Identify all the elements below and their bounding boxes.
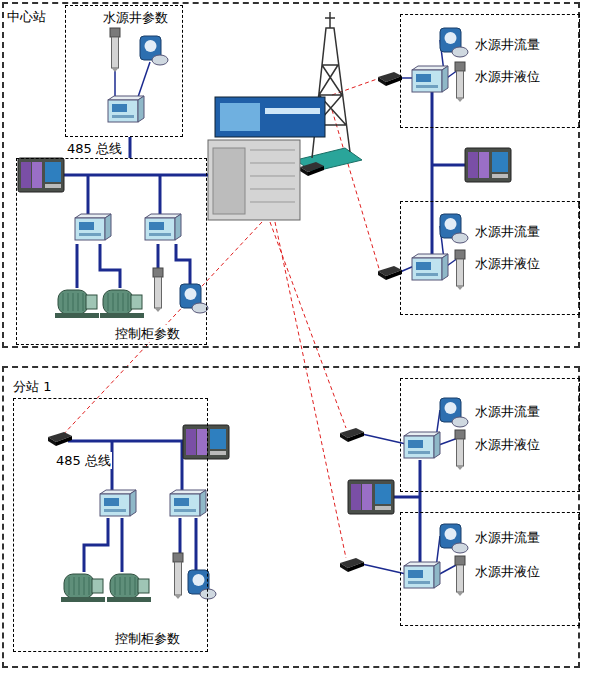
group-label: 水源井液位 bbox=[474, 68, 541, 85]
signal-wire bbox=[138, 62, 150, 97]
group-label: 水源井流量 bbox=[474, 403, 541, 420]
pump bbox=[100, 290, 144, 318]
level-transmitter bbox=[173, 553, 183, 599]
rtu-module bbox=[108, 96, 144, 122]
signal-wire bbox=[114, 70, 116, 97]
bus-wire bbox=[419, 460, 422, 492]
equipment-group: 485 总线控制柜参数 bbox=[13, 398, 208, 652]
station-region: 水源井参数控制柜参数水源井流量水源井液位水源井流量水源井液位中心站 bbox=[2, 2, 580, 348]
bus-connector bbox=[419, 492, 422, 512]
radio-link bbox=[332, 78, 380, 95]
equipment-group: 水源井流量水源井液位 bbox=[400, 201, 580, 315]
pump bbox=[55, 290, 99, 318]
bus-wire bbox=[76, 244, 79, 288]
group-label: 水源井流量 bbox=[474, 223, 541, 240]
equipment-group: 水源井流量水源井液位 bbox=[400, 14, 580, 128]
rtu-module bbox=[75, 214, 111, 240]
group-label: 485 总线 bbox=[55, 452, 112, 469]
rtu-module bbox=[404, 562, 440, 588]
level-transmitter bbox=[455, 62, 465, 102]
server bbox=[208, 97, 325, 220]
group-label: 水源井流量 bbox=[474, 529, 541, 546]
level-transmitter bbox=[455, 430, 465, 470]
pump bbox=[61, 574, 105, 602]
flow-meter bbox=[188, 570, 216, 599]
plc-panel bbox=[348, 480, 394, 514]
level-transmitter bbox=[110, 28, 120, 72]
bus-wire bbox=[419, 512, 422, 562]
bus-wire bbox=[159, 175, 162, 218]
station-region: 485 总线控制柜参数水源井流量水源井液位水源井流量水源井液位分站 1 bbox=[2, 366, 580, 668]
flow-meter bbox=[440, 524, 468, 553]
bus-wire bbox=[40, 174, 208, 177]
level-transmitter bbox=[455, 250, 465, 290]
radio-modem bbox=[300, 162, 324, 176]
bus-connector bbox=[129, 137, 132, 158]
rtu-module bbox=[100, 490, 136, 516]
group-label: 水源井参数 bbox=[102, 9, 169, 26]
bus-wire bbox=[157, 244, 160, 268]
rtu-module bbox=[170, 490, 206, 516]
rtu-module bbox=[404, 432, 440, 458]
flow-meter bbox=[440, 28, 468, 57]
flow-meter bbox=[440, 398, 468, 427]
bus-wire bbox=[84, 518, 108, 572]
bus-wire bbox=[432, 164, 465, 167]
bus-wire bbox=[100, 244, 120, 288]
group-label: 水源井液位 bbox=[474, 255, 541, 272]
bus-wire bbox=[176, 244, 190, 284]
bus-wire bbox=[431, 201, 434, 258]
radio-modem bbox=[48, 432, 72, 446]
bus-wire bbox=[394, 496, 420, 499]
plc-panel bbox=[183, 425, 229, 459]
radio-link bbox=[332, 110, 380, 272]
equipment-group: 水源井参数 bbox=[65, 5, 183, 137]
radio-modem bbox=[378, 266, 402, 280]
bus-wire bbox=[431, 92, 434, 128]
radio-link bbox=[60, 222, 262, 438]
flow-meter bbox=[180, 284, 208, 313]
group-label: 控制柜参数 bbox=[114, 325, 181, 342]
equipment-group: 水源井流量水源井液位 bbox=[400, 512, 580, 626]
bus-wire bbox=[179, 518, 182, 553]
bus-wire bbox=[195, 518, 198, 572]
plc-panel bbox=[465, 148, 511, 182]
level-transmitter bbox=[455, 556, 465, 596]
equipment-group: 水源井流量水源井液位 bbox=[400, 378, 580, 492]
radio-modem bbox=[340, 428, 364, 442]
flow-meter bbox=[440, 214, 468, 243]
bus-wire bbox=[121, 518, 124, 572]
group-label: 控制柜参数 bbox=[114, 630, 181, 647]
rtu-module bbox=[412, 254, 448, 280]
radio-modem bbox=[378, 72, 402, 86]
station-title: 中心站 bbox=[6, 8, 47, 25]
pump bbox=[107, 574, 151, 602]
bus-label: 485 总线 bbox=[66, 140, 123, 157]
bus-connector bbox=[431, 128, 434, 201]
bus-wire bbox=[68, 440, 185, 443]
equipment-group: 控制柜参数 bbox=[16, 158, 207, 345]
rtu-module bbox=[412, 66, 448, 92]
plc-panel bbox=[18, 158, 64, 192]
group-label: 水源井液位 bbox=[474, 563, 541, 580]
bus-wire bbox=[87, 175, 90, 218]
radio-link bbox=[275, 222, 346, 558]
flow-meter bbox=[140, 36, 168, 65]
radio-modem bbox=[340, 558, 364, 572]
rtu-module bbox=[145, 214, 181, 240]
level-transmitter bbox=[153, 268, 163, 312]
radio-tower bbox=[296, 12, 362, 172]
station-title: 分站 1 bbox=[12, 378, 52, 395]
group-label: 水源井流量 bbox=[474, 36, 541, 53]
group-label: 水源井液位 bbox=[474, 436, 541, 453]
